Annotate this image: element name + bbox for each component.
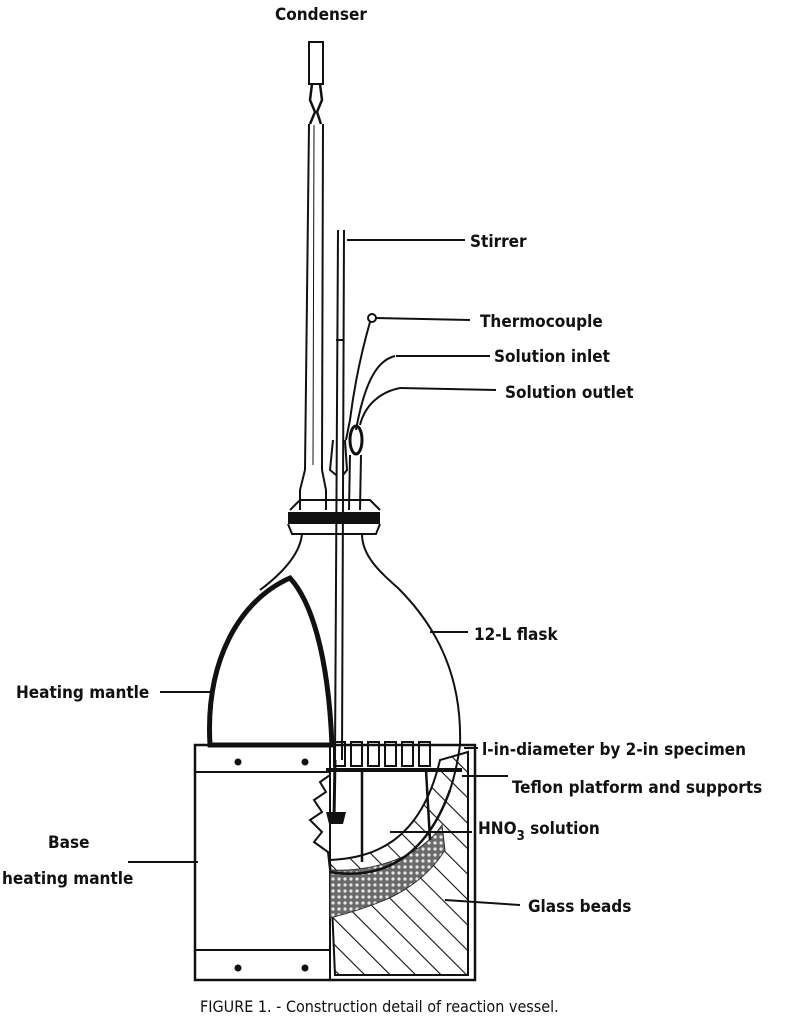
label-stirrer: Stirrer (470, 232, 527, 252)
thermocouple-assembly (345, 313, 401, 511)
label-solution-inlet: Solution inlet (494, 347, 610, 367)
hno3-tail: solution (525, 819, 600, 839)
condenser (299, 41, 327, 510)
teflon-platform (326, 768, 462, 862)
label-base-line1: Base (48, 833, 89, 853)
heating-mantle (207, 574, 335, 748)
label-specimen: l-in-diameter by 2-in specimen (482, 740, 746, 760)
label-condenser: Condenser (275, 5, 367, 25)
label-solution-outlet: Solution outlet (505, 383, 634, 403)
hno3-subscript: 3 (517, 829, 525, 844)
label-flask: 12-L flask (474, 625, 558, 645)
label-heating-mantle: Heating mantle (16, 683, 149, 703)
label-glass-beads: Glass beads (528, 897, 631, 917)
leader-lines (128, 239, 521, 906)
label-thermocouple: Thermocouple (480, 312, 603, 332)
hno3-main: HNO (478, 819, 517, 839)
label-teflon-platform: Teflon platform and supports (512, 778, 762, 798)
figure-caption: FIGURE 1. - Construction detail of react… (200, 997, 559, 1016)
label-hno3-solution: HNO3 solution (478, 819, 600, 844)
specimens (333, 741, 431, 767)
label-base-line2: heating mantle (2, 869, 133, 889)
